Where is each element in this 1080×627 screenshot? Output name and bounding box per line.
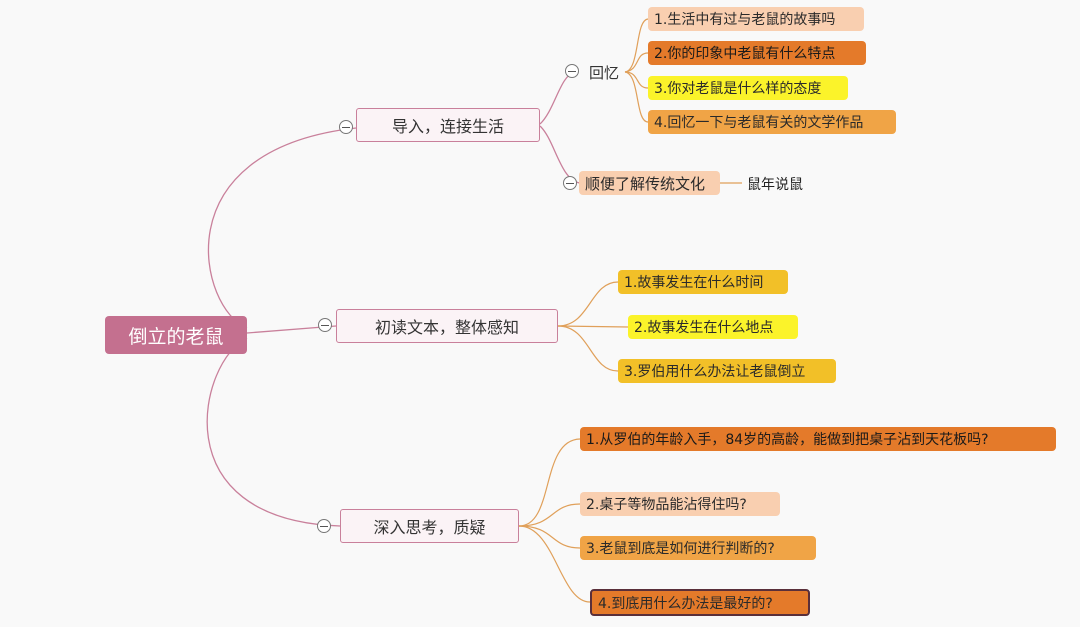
connector-branch-2-item-2 [557,325,629,328]
connector-branch-3-item-1 [518,438,581,527]
collapse-branch-3-icon[interactable] [317,519,331,533]
connector-recall-item-4 [624,71,649,123]
branch-2-node[interactable]: 初读文本，整体感知 [336,309,558,343]
reading-item-3[interactable]: 3.罗伯用什么办法让老鼠倒立 [618,359,836,383]
connector-branch-3-item-3 [518,525,581,549]
connector-branch-3-item-4 [518,525,591,603]
collapse-branch-2-icon[interactable] [318,318,332,332]
collapse-culture-icon[interactable] [563,176,577,190]
recall-item-2[interactable]: 2.你的印象中老鼠有什么特点 [648,41,866,65]
connector-branch-1-culture [539,125,581,184]
recall-item-1[interactable]: 1.生活中有过与老鼠的故事吗 [648,7,864,31]
connector-branch-1-recall [539,71,576,125]
thinking-item-1[interactable]: 1.从罗伯的年龄入手，84岁的高龄，能做到把桌子沾到天花板吗? [580,427,1056,451]
thinking-item-2[interactable]: 2.桌子等物品能沾得住吗? [580,492,780,516]
collapse-recall-icon[interactable] [565,64,579,78]
collapse-branch-1-icon[interactable] [339,120,353,134]
connector-recall-item-2 [624,52,649,73]
culture-leaf-text[interactable]: 鼠年说鼠 [747,177,803,193]
connector-recall-item-3 [624,71,649,89]
connector-branch-2-item-3 [557,325,619,372]
branch-3-node[interactable]: 深入思考，质疑 [340,509,519,543]
subbranch-culture-node[interactable]: 顺便了解传统文化 [579,171,720,195]
root-node[interactable]: 倒立的老鼠 [105,316,247,354]
connector-root-to-branch-1 [207,127,357,329]
reading-item-2[interactable]: 2.故事发生在什么地点 [628,315,798,339]
connector-root-to-branch-3 [206,337,341,527]
recall-item-3[interactable]: 3.你对老鼠是什么样的态度 [648,76,848,100]
connector-branch-3-item-2 [518,503,581,527]
subbranch-recall-node[interactable]: 回忆 [588,63,619,82]
reading-item-1[interactable]: 1.故事发生在什么时间 [618,270,788,294]
connector-recall-item-1 [624,18,649,73]
connector-branch-2-item-1 [557,281,619,327]
branch-1-node[interactable]: 导入，连接生活 [356,108,540,142]
thinking-item-4[interactable]: 4.到底用什么办法是最好的? [590,589,810,616]
recall-item-4[interactable]: 4.回忆一下与老鼠有关的文学作品 [648,110,896,134]
thinking-item-3[interactable]: 3.老鼠到底是如何进行判断的? [580,536,816,560]
